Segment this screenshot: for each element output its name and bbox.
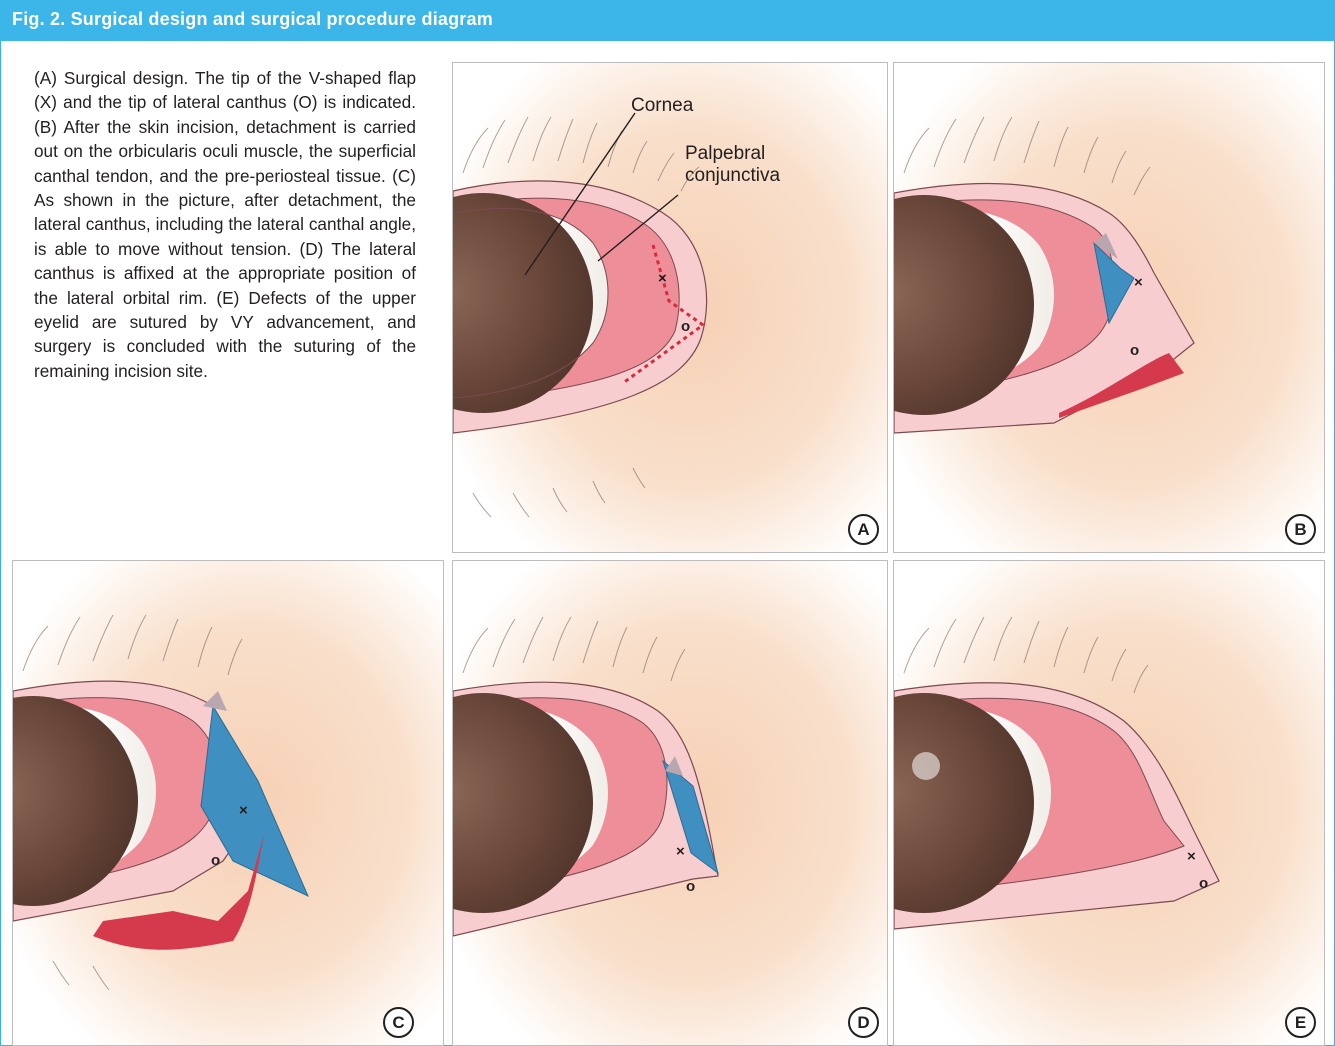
eye-illustration-b: × o — [894, 63, 1324, 552]
panel-c-label: C — [383, 1007, 414, 1038]
cornea-label: Cornea — [631, 95, 694, 116]
canthus-tip-mark: o — [681, 318, 690, 335]
eye-illustration-d: × o — [453, 561, 887, 1045]
canthus-tip-mark: o — [686, 878, 695, 895]
flap-tip-mark: × — [676, 843, 685, 860]
eye-illustration-e: × o — [894, 561, 1324, 1045]
panel-e: × o E — [893, 560, 1325, 1046]
flap-tip-mark: × — [1134, 274, 1143, 291]
panel-d: × o D — [452, 560, 888, 1046]
panel-b-label: B — [1285, 514, 1316, 545]
conjunctiva-label-line1: Palpebral — [685, 143, 765, 164]
figure-header: Fig. 2. Surgical design and surgical pro… — [0, 0, 1335, 41]
eye-illustration-a: Cornea Palpebral conjunctiva × o — [453, 63, 887, 552]
figure-caption: (A) Surgical design. The tip of the V-sh… — [34, 66, 416, 383]
flap-tip-mark: × — [239, 802, 248, 819]
figure-title: Fig. 2. Surgical design and surgical pro… — [12, 9, 493, 30]
panel-b: × o B — [893, 62, 1325, 553]
flap-tip-mark: × — [658, 270, 667, 287]
eye-illustration-c: × o — [13, 561, 443, 1045]
canthus-tip-mark: o — [1199, 875, 1208, 892]
canthus-tip-mark: o — [211, 852, 220, 869]
panel-e-label: E — [1285, 1007, 1316, 1038]
canthus-tip-mark: o — [1130, 342, 1139, 359]
panel-c: × o C — [12, 560, 444, 1046]
conjunctiva-label-line2: conjunctiva — [685, 165, 780, 186]
flap-tip-mark: × — [1187, 848, 1196, 865]
panel-a: Cornea Palpebral conjunctiva × o A — [452, 62, 888, 553]
panel-d-label: D — [848, 1007, 879, 1038]
panel-a-label: A — [848, 514, 879, 545]
